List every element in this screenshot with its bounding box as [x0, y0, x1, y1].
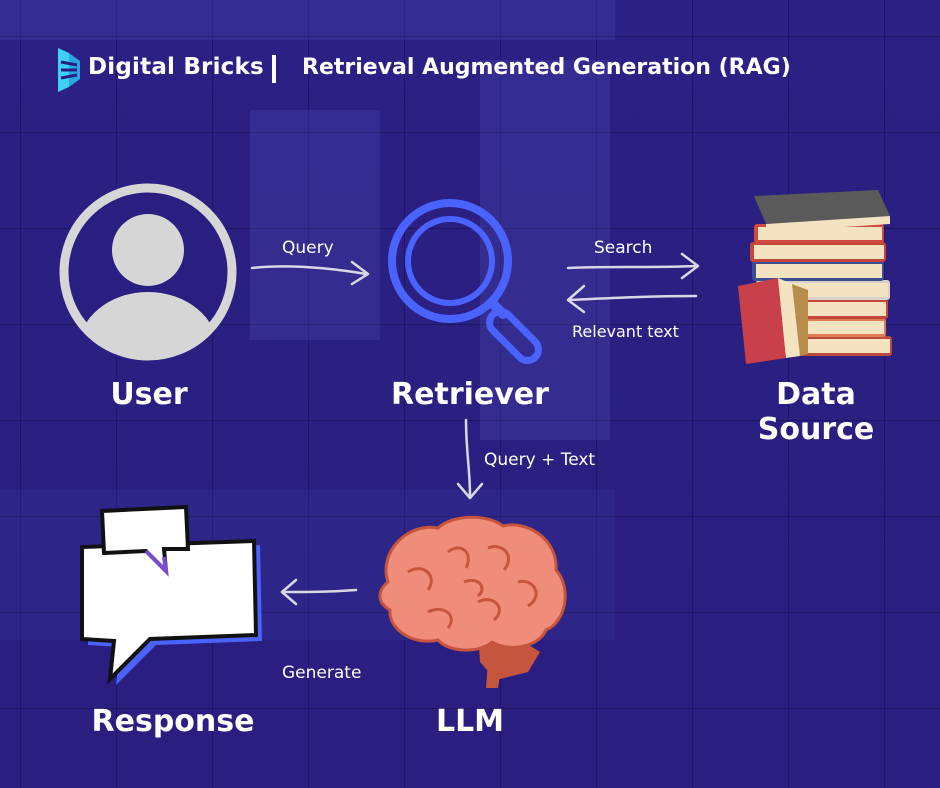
query-edge-label: Query [282, 238, 334, 258]
user-icon [59, 183, 237, 361]
books-stack-icon [738, 190, 892, 364]
brand-name: Digital Bricks [88, 54, 264, 80]
generate-edge-label: Generate [282, 663, 362, 683]
background-block [480, 60, 610, 440]
magnifier-icon [388, 199, 542, 364]
data-source-label: Data Source [757, 377, 875, 447]
brain-icon [378, 515, 567, 688]
user-label: User [110, 377, 188, 412]
page-title: Retrieval Augmented Generation (RAG) [302, 55, 791, 80]
chat-bubble-icon [80, 504, 262, 685]
response-label: Response [91, 704, 255, 739]
retriever-label: Retriever [391, 377, 549, 412]
background-block [250, 110, 380, 340]
query-text-edge-label: Query + Text [484, 450, 596, 470]
relevant-text-edge-label: Relevant text [572, 322, 679, 341]
header-divider [272, 55, 276, 83]
background-block [0, 0, 615, 40]
search-edge-label: Search [594, 238, 653, 258]
digital-bricks-logo-icon [58, 48, 80, 92]
llm-label: LLM [435, 704, 505, 739]
